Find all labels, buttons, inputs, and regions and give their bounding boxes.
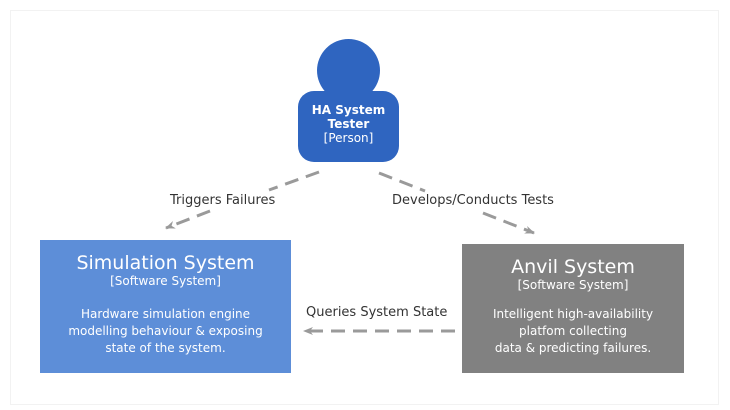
- edge-develops-tests-tail: [482, 211, 535, 235]
- anvil-system-box: Anvil System [Software System] Intellige…: [462, 244, 684, 373]
- edge-develops-tests: [378, 171, 426, 193]
- simulation-system-box: Simulation System [Software System] Hard…: [40, 240, 291, 373]
- edge-triggers-failures-tail: [165, 209, 211, 230]
- anvil-description: Intelligent high-availability platfom co…: [492, 307, 654, 355]
- diagram-frame: [10, 10, 719, 405]
- simulation-description: Hardware simulation engine modelling beh…: [68, 307, 263, 355]
- person-ha-system-tester: HA System Tester [Person]: [298, 91, 399, 162]
- simulation-title: Simulation System: [76, 252, 255, 274]
- person-name: HA System Tester: [311, 103, 386, 131]
- label-develops-tests: Develops/Conducts Tests: [392, 193, 554, 208]
- edge-triggers-failures: [268, 170, 320, 192]
- person-kind: [Person]: [323, 131, 374, 145]
- anvil-title: Anvil System: [511, 256, 635, 278]
- label-triggers-failures: Triggers Failures: [170, 193, 276, 208]
- anvil-kind: [Software System]: [517, 278, 629, 292]
- simulation-kind: [Software System]: [110, 274, 221, 288]
- label-queries-state: Queries System State: [306, 305, 448, 320]
